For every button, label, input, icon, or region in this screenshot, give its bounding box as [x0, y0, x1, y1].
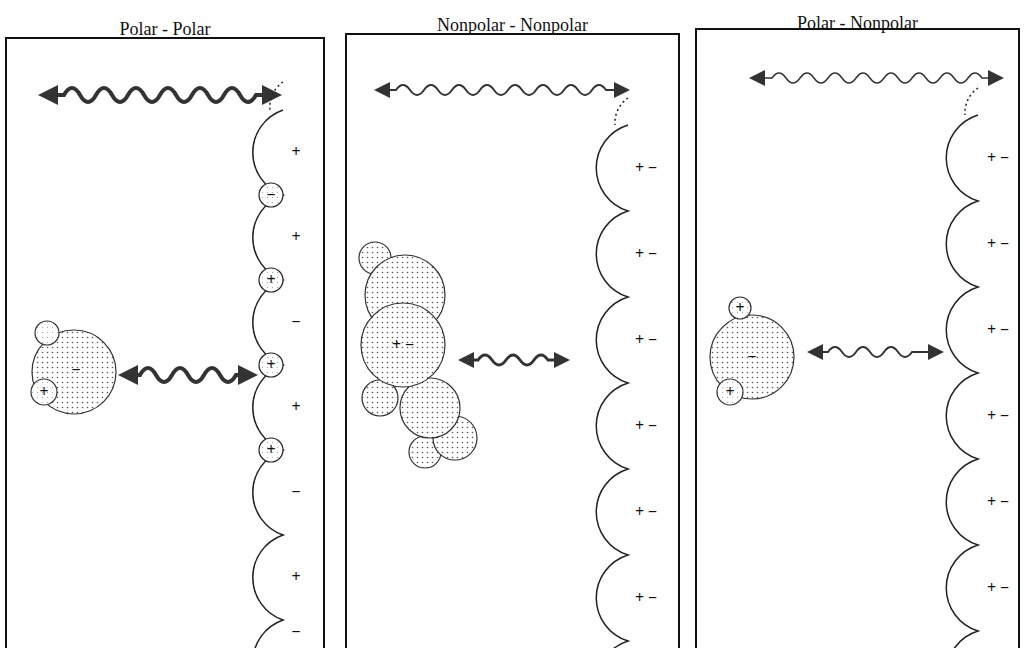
- charge-sign: + −: [987, 580, 1009, 596]
- charge-sign: + −: [635, 246, 657, 262]
- molecule-atom: [361, 303, 445, 387]
- charge-sign: +: [266, 442, 275, 458]
- panel-title: Polar - Nonpolar: [677, 12, 1025, 34]
- wave-arrows: [48, 73, 996, 382]
- surface-atom: [259, 353, 283, 377]
- molecule-atom: [729, 297, 751, 319]
- charge-sign: −: [291, 314, 300, 330]
- polar-surface: [253, 110, 283, 648]
- charge-sign: + −: [987, 408, 1009, 424]
- charge-sign: + −: [635, 332, 657, 348]
- panel-box: Polar - Polar: [5, 37, 325, 648]
- wave-arrow: [815, 347, 936, 357]
- molecule-atom: [717, 379, 743, 405]
- charge-sign: −: [266, 187, 275, 203]
- panel-title: Nonpolar - Nonpolar: [327, 14, 698, 36]
- charge-sign: −: [71, 362, 80, 378]
- charge-sign: +: [291, 229, 300, 245]
- charge-sign: + −: [987, 236, 1009, 252]
- charge-sign: + −: [987, 494, 1009, 510]
- charge-sign: + −: [987, 322, 1009, 338]
- surface-atom: [259, 438, 283, 462]
- wave-arrow: [757, 73, 996, 83]
- charge-sign: +: [725, 384, 734, 400]
- wave-arrow: [128, 368, 248, 382]
- molecule-atom: [35, 321, 59, 345]
- surface-atoms: [259, 183, 283, 462]
- surface-dotted: [270, 82, 283, 110]
- surface-atom: [259, 268, 283, 292]
- charge-sign: +: [39, 384, 48, 400]
- charge-sign: +: [291, 144, 300, 160]
- wave-arrow: [48, 88, 272, 102]
- nonpolar-surface: [596, 125, 628, 648]
- panel-title: Polar - Polar: [0, 18, 343, 40]
- charge-sign: +: [291, 399, 300, 415]
- charge-sign: +: [291, 569, 300, 585]
- polar-molecule: [710, 297, 794, 405]
- charge-sign: −: [291, 624, 300, 640]
- surface-dotted: [615, 98, 628, 125]
- charge-sign: −: [747, 349, 756, 365]
- surface-dotted: [965, 88, 978, 115]
- surface-atom: [259, 183, 283, 207]
- nonpolar-molecule: [359, 242, 477, 468]
- molecule-atom: [31, 379, 57, 405]
- charge-sign: −: [291, 484, 300, 500]
- charge-sign: +: [266, 357, 275, 373]
- polar-molecule: [31, 321, 116, 414]
- charge-sign: + −: [635, 504, 657, 520]
- charge-sign: +: [266, 272, 275, 288]
- charge-sign: + −: [635, 418, 657, 434]
- nonpolar-surface: [946, 115, 978, 648]
- charge-sign: +: [735, 300, 744, 316]
- charge-sign: + −: [635, 590, 657, 606]
- charge-sign: + −: [392, 337, 414, 353]
- wave-arrow: [466, 355, 562, 365]
- charge-sign: + −: [635, 160, 657, 176]
- surfaces: [253, 82, 978, 648]
- wave-arrow: [382, 85, 622, 95]
- panel-box: Polar - Nonpolar: [695, 28, 1020, 648]
- charge-sign: + −: [987, 150, 1009, 166]
